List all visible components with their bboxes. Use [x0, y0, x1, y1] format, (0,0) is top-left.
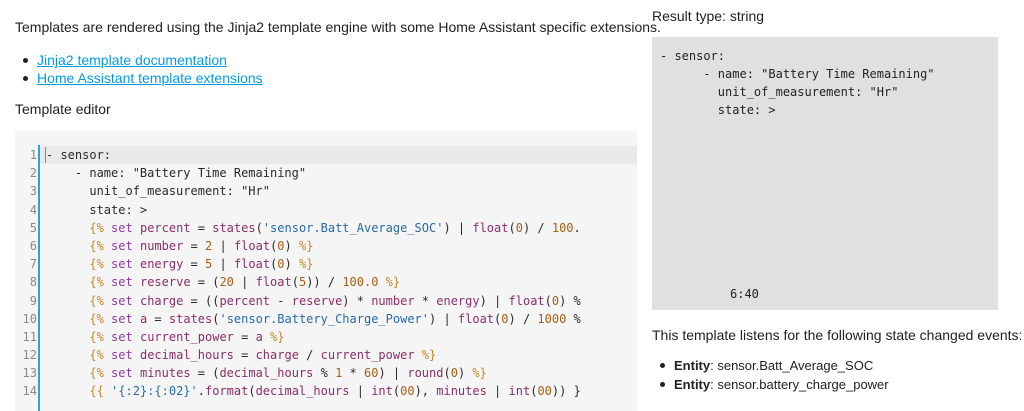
listens-text: This template listens for the following …	[652, 327, 1023, 343]
code-line[interactable]: 13 {% set minutes = (decimal_hours % 1 *…	[15, 364, 487, 382]
code-line[interactable]: 3 unit_of_measurement: "Hr"	[15, 182, 270, 200]
code-line[interactable]: 11 {% set current_power = a %}	[15, 328, 285, 346]
line-number: 1	[29, 148, 37, 162]
doc-link-item: Jinja2 template documentation	[23, 51, 263, 69]
code-line[interactable]: 9 {% set charge = ((percent - reserve) *…	[15, 292, 581, 310]
code-line[interactable]: 1 - sensor:	[15, 146, 111, 164]
line-number: 2	[29, 166, 37, 181]
code-text: {% set decimal_hours = charge / current_…	[89, 348, 437, 363]
template-dev-panel: Templates are rendered using the Jinja2 …	[15, 0, 661, 411]
intro-text: Templates are rendered using the Jinja2 …	[15, 19, 661, 35]
code-line[interactable]: 2 - name: "Battery Time Remaining"	[15, 164, 306, 182]
code-text: {{ '{:2}:{:02}'.format(decimal_hours | i…	[89, 384, 581, 399]
result-type: Result type: string	[652, 8, 765, 24]
line-number: 10	[22, 311, 37, 326]
code-text: {% set current_power = a %}	[89, 329, 285, 344]
active-line-highlight	[40, 146, 637, 164]
result-value: 6:40	[730, 287, 759, 301]
doc-link-item: Home Assistant template extensions	[23, 69, 263, 87]
line-number: 6	[29, 238, 37, 253]
entity-item: Entity: sensor.battery_charge_power	[660, 375, 889, 394]
entity-label: Entity	[674, 377, 711, 392]
line-number: 4	[29, 202, 37, 217]
code-text: {% set a = states('sensor.Battery_Charge…	[89, 311, 581, 326]
code-text: state: >	[46, 202, 148, 217]
jinja2-docs-link[interactable]: Jinja2 template documentation	[37, 52, 227, 68]
code-line[interactable]: 7 {% set energy = 5 | float(0) %}	[15, 255, 314, 273]
editor-label: Template editor	[15, 101, 111, 117]
result-output: - sensor: - name: "Battery Time Remainin…	[652, 37, 998, 310]
line-number: 11	[22, 329, 37, 344]
doc-links: Jinja2 template documentation Home Assis…	[23, 51, 263, 87]
code-line[interactable]: 8 {% set reserve = (20 | float(5)) / 100…	[15, 273, 400, 291]
code-text: {% set percent = states('sensor.Batt_Ave…	[89, 220, 581, 235]
line-number: 7	[29, 257, 37, 272]
code-text: {% set reserve = (20 | float(5)) / 100.0…	[89, 275, 401, 290]
result-panel: Result type: string - sensor: - name: "B…	[652, 0, 1024, 411]
line-number: 13	[22, 366, 37, 381]
code-text: unit_of_measurement: "Hr"	[46, 184, 270, 199]
code-text: {% set minutes = (decimal_hours % 1 * 60…	[89, 366, 487, 381]
template-editor[interactable]: 1 - sensor: 2 - name: "Battery Time Remain…	[15, 131, 637, 411]
code-text: {% set energy = 5 | float(0) %}	[89, 257, 314, 272]
code-line[interactable]: 6 {% set number = 2 | float(0) %}	[15, 237, 314, 255]
text-cursor	[45, 147, 46, 163]
code-line[interactable]: 12 {% set decimal_hours = charge / curre…	[15, 346, 437, 364]
code-line[interactable]: 10 {% set a = states('sensor.Battery_Cha…	[15, 310, 581, 328]
ha-extensions-link[interactable]: Home Assistant template extensions	[37, 70, 263, 86]
entity-value: : sensor.Batt_Average_SOC	[710, 358, 874, 373]
code-line[interactable]: 5 {% set percent = states('sensor.Batt_A…	[15, 219, 581, 237]
gutter-border	[38, 145, 40, 411]
code-text: - name: "Battery Time Remaining"	[46, 166, 307, 181]
line-number: 3	[29, 184, 37, 199]
line-number: 14	[22, 384, 37, 399]
entity-label: Entity	[674, 358, 711, 373]
entity-item: Entity: sensor.Batt_Average_SOC	[660, 356, 889, 375]
code-line[interactable]: 4 state: >	[15, 201, 147, 219]
result-text: - sensor: - name: "Battery Time Remainin…	[660, 49, 935, 117]
code-text: {% set number = 2 | float(0) %}	[89, 238, 314, 253]
line-number: 9	[29, 293, 37, 308]
entity-value: : sensor.battery_charge_power	[710, 377, 889, 392]
line-number: 8	[29, 275, 37, 290]
line-number: 5	[29, 220, 37, 235]
code-text: - sensor:	[46, 148, 112, 162]
line-number: 12	[22, 348, 37, 363]
code-line[interactable]: 14 {{ '{:2}:{:02}'.format(decimal_hours …	[15, 382, 581, 400]
code-text: {% set charge = ((percent - reserve) * n…	[89, 293, 581, 308]
entity-list: Entity: sensor.Batt_Average_SOC Entity: …	[660, 356, 889, 394]
code-lines[interactable]: 1 - sensor: 2 - name: "Battery Time Remain…	[15, 146, 581, 401]
